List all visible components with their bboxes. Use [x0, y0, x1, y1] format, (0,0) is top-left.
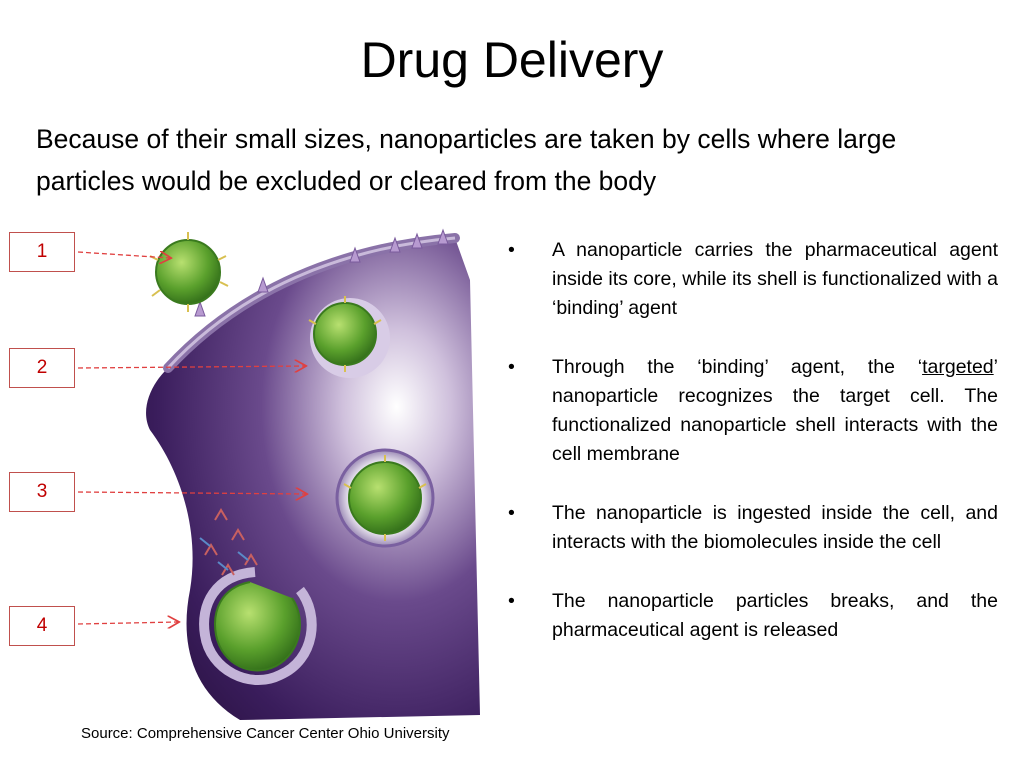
bullet-item-4: The nanoparticle particles breaks, and t… [508, 587, 998, 645]
step-arrows [77, 252, 306, 624]
bullet-item-3: The nanoparticle is ingested inside the … [508, 499, 998, 557]
step-label-1: 1 [9, 232, 75, 272]
nanoparticle-1 [149, 232, 229, 312]
membrane-receptors [194, 228, 449, 317]
nanoparticle-2 [308, 296, 390, 378]
drug-delivery-figure: 1 2 3 4 [0, 220, 500, 720]
step-label-3: 3 [9, 472, 75, 512]
step-label-4: 4 [9, 606, 75, 646]
bullet-item-2: Through the ‘binding’ agent, the ‘target… [508, 353, 998, 469]
step-label-2: 2 [9, 348, 75, 388]
bullet-item-1: A nanoparticle carries the pharmaceutica… [508, 236, 998, 323]
nanoparticle-4 [199, 508, 317, 685]
source-caption: Source: Comprehensive Cancer Center Ohio… [81, 725, 450, 742]
nanoparticle-3 [335, 448, 435, 548]
slide-subtitle: Because of their small sizes, nanopartic… [36, 124, 897, 196]
cell-illustration [77, 228, 481, 720]
underlined-word: targeted [922, 356, 994, 378]
slide-title: Drug Delivery [360, 32, 664, 88]
bullet-list: A nanoparticle carries the pharmaceutica… [508, 236, 998, 675]
